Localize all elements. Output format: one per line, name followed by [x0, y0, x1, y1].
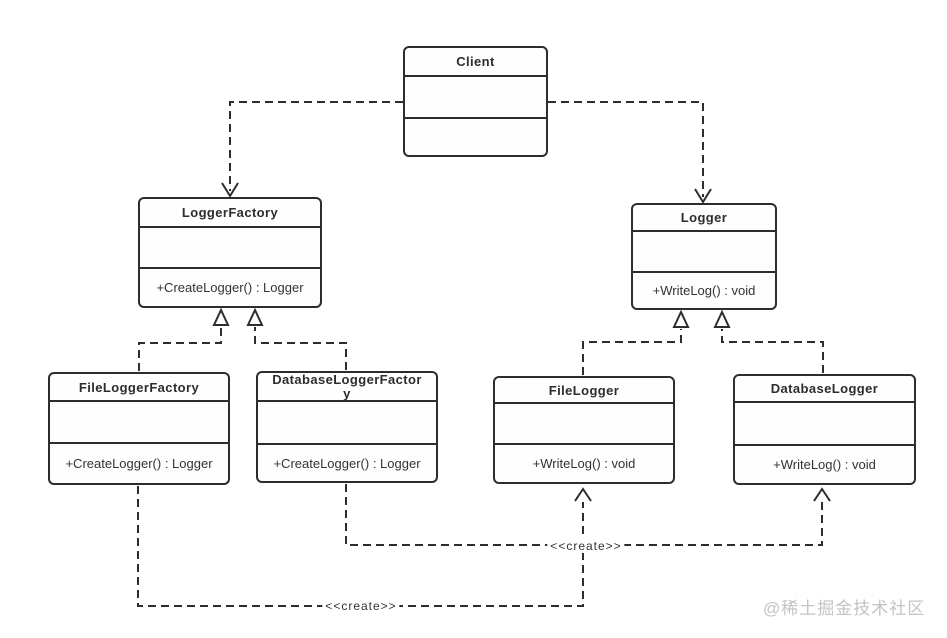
open-arrowhead-icon: [221, 182, 239, 198]
class-attributes: [633, 232, 775, 273]
class-methods: +CreateLogger() : Logger: [65, 456, 213, 471]
realization-line: [721, 329, 824, 373]
class-attributes: [405, 77, 546, 119]
class-logger: Logger +WriteLog() : void: [631, 203, 777, 310]
class-filelogger: FileLogger +WriteLog() : void: [493, 376, 675, 484]
class-attributes: [735, 403, 914, 446]
class-attributes: [495, 404, 673, 445]
class-methods: +WriteLog() : void: [532, 456, 636, 471]
open-arrowhead-icon: [574, 487, 592, 502]
dependency-client-to-loggerfactory: [221, 101, 403, 198]
class-methods: +WriteLog() : void: [652, 283, 756, 298]
watermark: @稀土掘金技术社区: [763, 599, 926, 618]
class-attributes: [258, 402, 436, 445]
class-methods: +WriteLog() : void: [773, 457, 876, 472]
class-client: Client: [403, 46, 548, 157]
class-title: DatabaseLogger: [735, 376, 914, 403]
class-loggerfactory: LoggerFactory +CreateLogger() : Logger: [138, 197, 322, 308]
class-title: FileLoggerFactory: [50, 374, 228, 402]
class-title: Client: [405, 48, 546, 77]
dependency-line: [137, 486, 584, 607]
class-methods: [405, 119, 546, 155]
realization-line: [582, 329, 682, 375]
dependency-line: [548, 101, 704, 197]
create-dependency-databaseloggerfactory-to-databaselogger: [345, 484, 831, 546]
class-fileloggerfactory: FileLoggerFactory +CreateLogger() : Logg…: [48, 372, 230, 485]
class-methods: +CreateLogger() : Logger: [273, 455, 421, 471]
class-databaselogger: DatabaseLogger +WriteLog() : void: [733, 374, 916, 485]
class-title: LoggerFactory: [140, 199, 320, 228]
realization-fileloggerfactory-to-loggerfactory: [138, 307, 230, 371]
open-arrowhead-icon: [694, 188, 712, 204]
triangle-arrowhead-icon: [713, 309, 731, 328]
realization-line: [138, 327, 222, 371]
triangle-arrowhead-icon: [246, 307, 264, 326]
triangle-arrowhead-icon: [672, 309, 690, 328]
realization-line: [254, 327, 347, 370]
dependency-client-to-logger: [548, 101, 712, 204]
class-attributes: [50, 402, 228, 444]
class-title: Logger: [633, 205, 775, 232]
realization-databaseloggerfactory-to-loggerfactory: [246, 307, 347, 370]
class-attributes: [140, 228, 320, 269]
class-title: DatabaseLoggerFactory: [258, 373, 436, 402]
realization-databaselogger-to-logger: [713, 309, 824, 373]
triangle-arrowhead-icon: [212, 307, 230, 326]
create-stereotype-label: <<create>>: [547, 539, 625, 553]
dependency-line: [229, 101, 403, 191]
class-databaseloggerfactory: DatabaseLoggerFactory +CreateLogger() : …: [256, 371, 438, 483]
class-title: FileLogger: [495, 378, 673, 404]
class-methods: +CreateLogger() : Logger: [156, 280, 304, 295]
create-stereotype-label: <<create>>: [322, 599, 400, 613]
open-arrowhead-icon: [813, 487, 831, 502]
realization-filelogger-to-logger: [582, 309, 690, 375]
